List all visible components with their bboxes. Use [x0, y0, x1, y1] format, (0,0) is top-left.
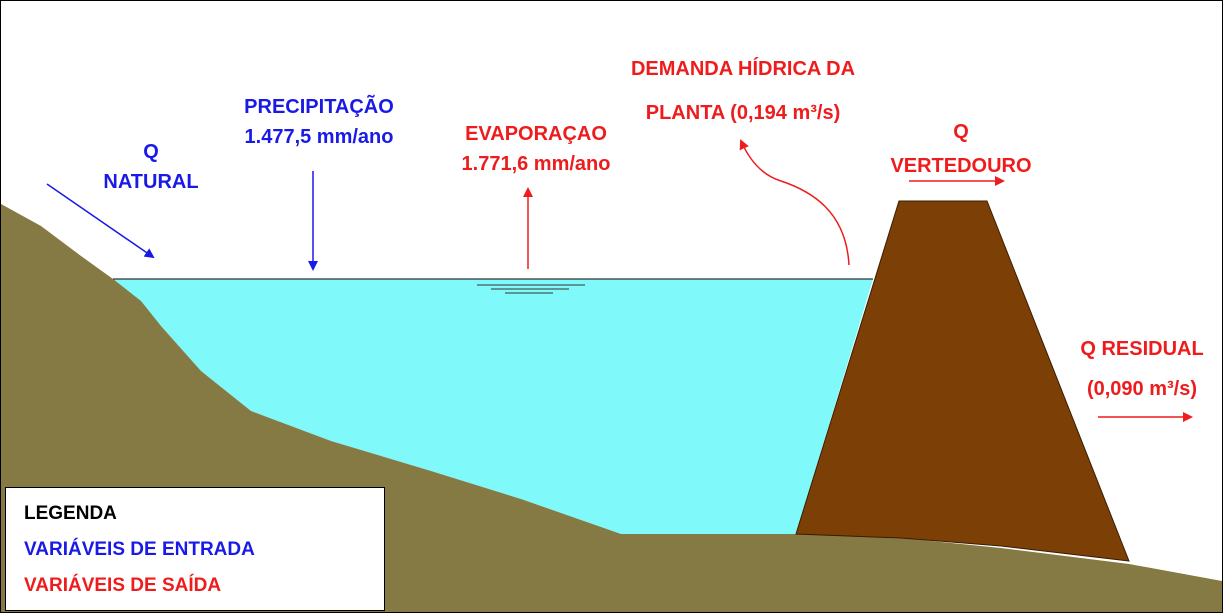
precipitation-label: PRECIPITAÇÃO 1.477,5 mm/ano — [207, 92, 431, 152]
legend-title: LEGENDA — [24, 503, 117, 524]
water-level-symbol — [477, 284, 585, 294]
plant-demand-label-line2: PLANTA (0,194 m³/s) — [645, 102, 841, 124]
residual-flow-label-line1: Q RESIDUAL — [1080, 338, 1204, 360]
reservoir-water — [113, 279, 873, 534]
q-natural-label-line2: NATURAL — [103, 171, 199, 193]
legend-box: LEGENDA VARIÁVEIS DE ENTRADA VARIÁVEIS D… — [5, 487, 385, 611]
precipitation-label-line1: PRECIPITAÇÃO — [244, 96, 394, 118]
spillway-label-line1: Q — [953, 121, 969, 143]
spillway-label: Q VERTEDOURO — [873, 115, 1049, 183]
legend-inputs: VARIÁVEIS DE ENTRADA — [24, 539, 255, 560]
plant-demand-arrow — [739, 139, 850, 266]
evaporation-label: EVAPORAÇAO 1.771,6 mm/ano — [425, 119, 647, 179]
plant-demand-label-line1: DEMANDA HÍDRICA DA — [630, 58, 856, 80]
q-natural-label-line1: Q — [143, 141, 159, 163]
residual-flow-label: Q RESIDUAL (0,090 m³/s) — [1063, 329, 1221, 409]
q-natural-arrow — [46, 183, 155, 259]
plant-demand-label: DEMANDA HÍDRICA DA PLANTA (0,194 m³/s) — [587, 47, 899, 135]
residual-flow-label-line2: (0,090 m³/s) — [1086, 378, 1198, 400]
precipitation-label-line2: 1.477,5 mm/ano — [244, 126, 394, 148]
spillway-label-line2: VERTEDOURO — [890, 155, 1032, 177]
evaporation-label-line2: 1.771,6 mm/ano — [461, 153, 611, 175]
legend-outputs: VARIÁVEIS DE SAÍDA — [24, 575, 222, 596]
q-natural-label: Q NATURAL — [91, 137, 211, 197]
dam — [795, 200, 1130, 562]
evaporation-label-line1: EVAPORAÇAO — [465, 123, 607, 145]
